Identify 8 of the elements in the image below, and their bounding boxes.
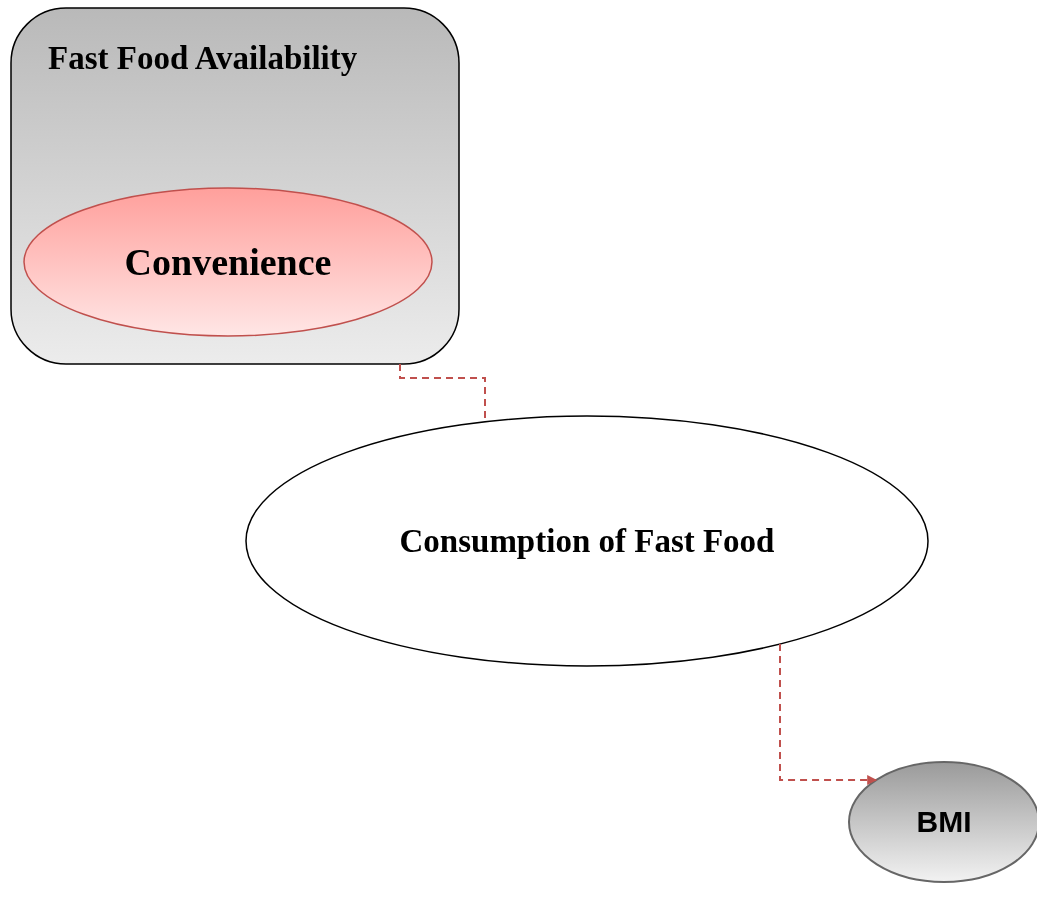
ellipse-node [246,416,928,666]
node-label: Fast Food Availability [48,40,358,77]
node-label: Convenience [124,240,332,284]
dashed-arrow [779,643,878,785]
node-label: BMI [916,805,972,839]
ellipse-node [24,188,432,336]
node-label: Consumption of Fast Food [399,522,775,560]
group-box [11,8,459,364]
